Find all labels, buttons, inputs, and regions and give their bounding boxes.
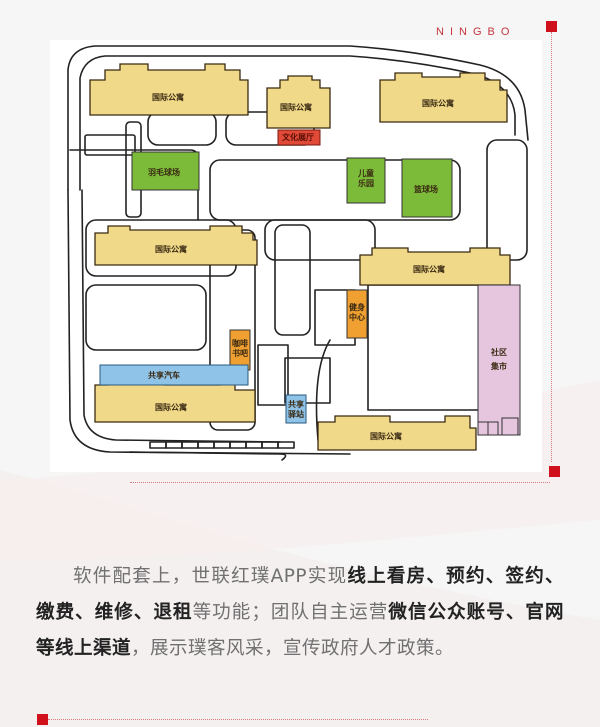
car-share-label: 共享汽车	[148, 370, 180, 380]
apartment-label: 国际公寓	[152, 92, 184, 102]
basketball-area	[401, 158, 453, 218]
apartment-building	[266, 75, 331, 129]
apartment-building	[379, 72, 508, 123]
fitness-label: 健身中心	[349, 302, 365, 322]
apartment-building	[317, 415, 477, 451]
culture-hall-label: 文化展厅	[282, 132, 314, 142]
text-segment: 软件配套上，世联红璞APP实现	[73, 565, 348, 587]
outer-road	[67, 45, 529, 191]
badminton-area	[131, 151, 200, 191]
parking-strip	[149, 441, 295, 449]
apartment-label: 国际公寓	[422, 98, 454, 108]
apartment-label: 国际公寓	[155, 244, 187, 254]
apartment-label: 国际公寓	[413, 264, 445, 274]
block	[367, 284, 484, 411]
road	[315, 339, 331, 441]
market-label: 社区集市	[491, 347, 507, 371]
bike-station-label: 共享驿站	[288, 399, 304, 419]
block	[486, 139, 528, 261]
car-share-area	[99, 364, 249, 386]
bike-station-area	[285, 394, 307, 424]
block	[257, 344, 289, 406]
corner-marker-bottom-left	[37, 714, 48, 725]
apartment-label: 国际公寓	[155, 402, 187, 412]
site-map-drawing	[67, 45, 529, 461]
block	[147, 111, 217, 146]
cafe-label: 咖啡书吧	[232, 338, 248, 358]
culture-hall-area	[277, 129, 321, 146]
corner-marker-mid-right	[549, 466, 560, 477]
kids-park-area	[346, 157, 386, 204]
apartment-label: 国际公寓	[370, 431, 402, 441]
block	[264, 219, 376, 261]
description-paragraph: 软件配套上，世联红璞APP实现线上看房、预约、签约、缴费、维修、退租等功能；团队…	[36, 559, 564, 667]
apartment-label: 国际公寓	[280, 102, 312, 112]
text-segment: ，展示璞客风采，宣传政府人才政策。	[131, 637, 455, 659]
basketball-label: 篮球场	[414, 184, 438, 194]
apartment-building	[94, 225, 258, 266]
corner-marker-top-right	[546, 21, 557, 32]
market-area	[477, 284, 521, 436]
badminton-label: 羽毛球场	[148, 167, 180, 177]
block	[274, 224, 311, 336]
fitness-area	[346, 289, 368, 339]
block	[284, 357, 331, 404]
kids-park-label: 儿童乐园	[358, 168, 374, 188]
block	[84, 134, 136, 156]
text-segment: 等功能；团队自主运营	[192, 601, 389, 623]
text-segment-bold: 微信公众账号、官网等线上渠道	[36, 601, 564, 659]
dotted-line-right	[551, 32, 552, 462]
dotted-line-bottom	[48, 719, 428, 720]
block	[85, 284, 207, 351]
apartment-building	[89, 63, 249, 116]
left-road	[67, 189, 351, 455]
text-segment-bold: 线上看房、预约、签约、缴费、维修、退租	[36, 565, 564, 623]
left-road-inner	[81, 189, 281, 443]
site-map: 国际公寓 国际公寓 国际公寓 国际公寓 国际公寓 国际公寓 国际公寓 文化展厅 …	[50, 40, 542, 472]
dotted-line-mid	[130, 482, 550, 483]
